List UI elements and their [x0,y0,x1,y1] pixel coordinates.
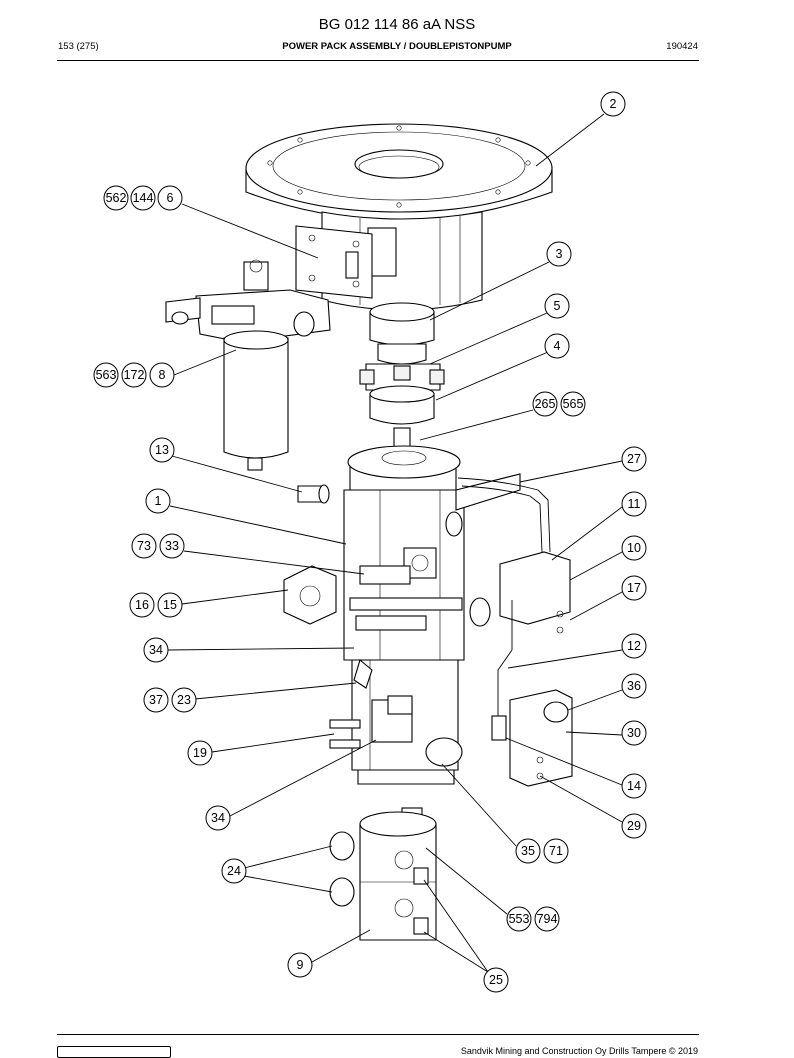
callout-27: 27 [621,446,647,472]
callout-label: 25 [489,973,503,987]
callout-label: 13 [155,443,169,457]
callout-label: 4 [554,339,561,353]
callout-label: 3 [556,247,563,261]
callout-label: 10 [627,541,641,555]
callout-563: 563 [93,362,119,388]
callout-label: 17 [627,581,641,595]
callout-37: 37 [143,687,169,713]
callout-label: 34 [211,811,225,825]
callout-9: 9 [287,952,313,978]
callout-794: 794 [534,906,560,932]
callout-label: 30 [627,726,641,740]
callout-label: 794 [537,912,558,926]
callout-24: 24 [221,858,247,884]
mounting-flange [245,123,553,221]
callout-23: 23 [171,687,197,713]
callout-16: 16 [129,592,155,618]
header-rule [57,60,699,61]
callout-1: 1 [145,488,171,514]
document-title: BG 012 114 86 aA NSS [318,16,476,33]
callout-label: 563 [96,368,117,382]
callout-label: 73 [137,539,151,553]
callout-label: 19 [193,746,207,760]
footer-copyright: Sandvik Mining and Construction Oy Drill… [460,1046,698,1056]
callout-label: 1 [155,494,162,508]
coupling [359,302,445,451]
callout-label: 24 [227,864,241,878]
callout-label: 37 [149,693,163,707]
callout-15: 15 [157,592,183,618]
callout-17: 17 [621,575,647,601]
callout-562: 562 [103,185,129,211]
callout-73: 73 [131,533,157,559]
callout-14: 14 [621,773,647,799]
callout-172: 172 [121,362,147,388]
callout-label: 12 [627,639,641,653]
callout-3: 3 [546,241,572,267]
callout-label: 565 [563,397,584,411]
callout-553: 553 [506,906,532,932]
callout-11: 11 [621,491,647,517]
leader-lines [167,113,623,973]
callout-565: 565 [560,391,586,417]
pressure-filter [165,259,331,471]
callout-label: 265 [535,397,556,411]
callout-label: 6 [167,191,174,205]
callout-label: 16 [135,598,149,612]
callout-12: 12 [621,633,647,659]
callout-label: 15 [163,598,177,612]
callout-label: 5 [554,299,561,313]
lower-pump-section [329,659,463,785]
callout-label: 8 [159,368,166,382]
company-logo [57,1046,171,1058]
footer-rule [57,1034,699,1035]
callout-label: 144 [133,191,154,205]
callout-144: 144 [130,185,156,211]
main-pump-body [343,445,521,661]
callout-label: 11 [628,497,641,511]
callout-label: 172 [124,368,145,382]
callout-label: 29 [627,819,641,833]
callout-label: 14 [627,779,641,793]
callout-29: 29 [621,813,647,839]
callout-label: 2 [610,97,617,111]
callout-71: 71 [543,838,569,864]
callout-label: 34 [149,643,163,657]
callout-5: 5 [544,293,570,319]
callout-label: 71 [549,844,563,858]
callout-label: 562 [106,191,127,205]
callout-8: 8 [149,362,175,388]
callout-30: 30 [621,720,647,746]
callout-label: 33 [165,539,179,553]
callout-label: 36 [627,679,641,693]
callout-10: 10 [621,535,647,561]
fittings-left [283,484,337,625]
document-date: 190424 [666,41,698,52]
gear-pump [329,807,437,941]
callout-label: 23 [177,693,191,707]
callout-label: 35 [521,844,535,858]
callout-6: 6 [157,185,183,211]
bell-housing [295,211,483,311]
callout-25: 25 [483,967,509,993]
callout-35: 35 [515,838,541,864]
callout-13: 13 [149,437,175,463]
callout-4: 4 [544,333,570,359]
valve-block [457,477,573,787]
callout-33: 33 [159,533,185,559]
callout-34-upper: 34 [143,637,169,663]
callout-2: 2 [600,91,626,117]
section-title: POWER PACK ASSEMBLY / DOUBLEPISTONPUMP [282,41,512,52]
callout-36: 36 [621,673,647,699]
callout-label: 9 [297,958,304,972]
callout-34-lower: 34 [205,805,231,831]
callout-label: 27 [627,452,641,466]
page-number: 153 (275) [58,41,99,52]
callout-label: 553 [509,912,530,926]
callout-265: 265 [532,391,558,417]
callout-19: 19 [187,740,213,766]
